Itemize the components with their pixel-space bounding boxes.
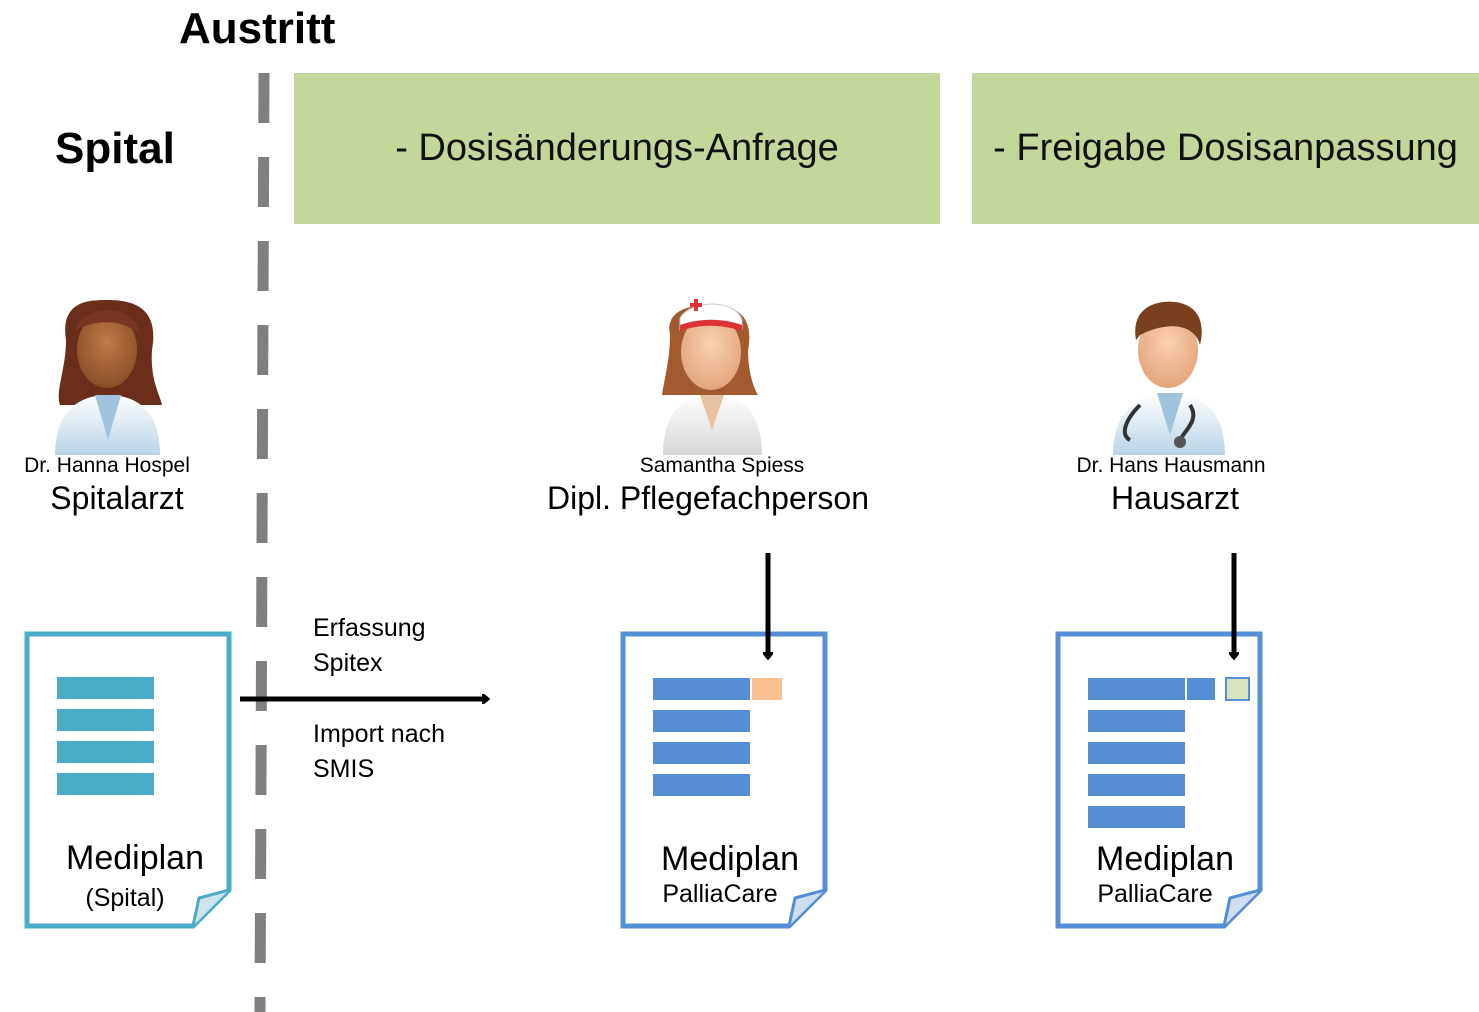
dose-change-request-marker — [752, 678, 782, 700]
document-line — [1088, 678, 1185, 700]
person-name-gp: Dr. Hans Hausmann — [1076, 454, 1266, 477]
male-doctor-icon — [1113, 301, 1225, 455]
flow-label-line: Spitex — [313, 649, 383, 677]
document-line — [1187, 678, 1215, 700]
spital-heading: Spital — [55, 124, 175, 173]
document-subtitle-spital: (Spital) — [85, 884, 165, 912]
flow-label-import: Import nach SMIS — [313, 717, 445, 787]
person-role-nurse: Dipl. Pflegefachperson — [547, 480, 869, 516]
document-line — [1088, 742, 1185, 764]
dose-approval-marker — [1225, 677, 1250, 701]
female-doctor-icon — [55, 300, 162, 455]
banner-text: - Freigabe Dosisanpassung — [993, 127, 1458, 169]
document-title-nurse: Mediplan — [661, 840, 799, 878]
flow-label-erfassung: Erfassung Spitex — [313, 611, 426, 681]
person-name-hospital-doctor: Dr. Hanna Hospel — [24, 454, 190, 477]
document-subtitle-gp: PalliaCare — [1097, 880, 1213, 908]
document-line — [57, 741, 154, 763]
document-line — [653, 710, 750, 732]
person-role-gp: Hausarzt — [1110, 480, 1240, 516]
banner-freigabe-dosisanpassung: - Freigabe Dosisanpassung — [972, 73, 1479, 224]
document-subtitle-nurse: PalliaCare — [662, 880, 778, 908]
austritt-separator-line — [254, 72, 270, 1012]
banner-dosisaenderungs-anfrage: - Dosisänderungs-Anfrage — [294, 73, 940, 224]
austritt-heading: Austritt — [179, 4, 336, 53]
document-line — [1088, 774, 1185, 796]
document-line — [653, 742, 750, 764]
document-line — [57, 709, 154, 731]
flow-label-line: SMIS — [313, 755, 375, 783]
person-role-hospital-doctor: Spitalarzt — [50, 480, 184, 516]
banner-text: - Dosisänderungs-Anfrage — [395, 127, 839, 169]
mediplan-spital-document — [24, 631, 232, 929]
document-line — [653, 774, 750, 796]
document-line — [57, 773, 154, 795]
document-title-gp: Mediplan — [1096, 840, 1234, 878]
flow-label-line: Import nach — [313, 720, 446, 748]
document-line — [1088, 710, 1185, 732]
document-line — [653, 678, 750, 700]
document-title-spital: Mediplan — [66, 839, 204, 877]
mediplan-palliacare-nurse-document — [620, 631, 828, 929]
person-name-nurse: Samantha Spiess — [639, 454, 805, 477]
flow-label-line: Erfassung — [313, 614, 426, 642]
document-line — [57, 677, 154, 699]
nurse-icon — [662, 299, 762, 455]
mediplan-palliacare-gp-document — [1055, 631, 1263, 929]
document-line — [1088, 806, 1185, 828]
